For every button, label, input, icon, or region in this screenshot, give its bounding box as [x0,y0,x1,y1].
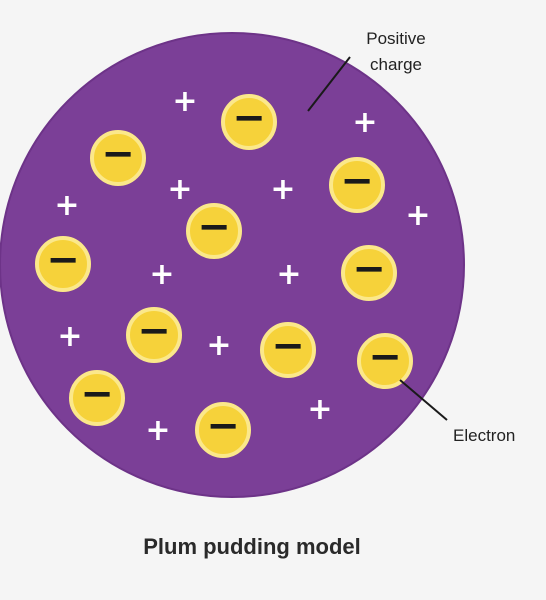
positive-charge-symbol: + [270,172,295,207]
positive-charge-leader-line [307,56,351,112]
electron-symbol: − [271,323,305,369]
electron-symbol: − [137,308,171,354]
electron: − [35,236,91,292]
electron-symbol: − [206,403,240,449]
positive-charge-label-line1: Positive [366,29,426,48]
positive-charges: + + + + + + + + + + + + [54,84,430,448]
diagram-title: Plum pudding model [143,534,361,559]
electron: − [260,322,316,378]
electron: − [357,333,413,389]
electron: − [90,130,146,186]
electron: − [221,94,277,150]
positive-charge-symbol: + [405,198,430,233]
electron-symbol: − [232,95,266,141]
positive-charge-symbol: + [167,172,192,207]
electron-symbol: − [101,131,135,177]
electron-leader-line [399,379,448,421]
positive-charge-symbol: + [145,413,170,448]
electron: − [186,203,242,259]
electron: − [126,307,182,363]
positive-charge-symbol: + [57,319,82,354]
positive-charge-symbol: + [307,392,332,427]
positive-charge-symbol: + [352,105,377,140]
electron-symbol: − [46,237,80,283]
electron-symbol: − [340,158,374,204]
positive-charge-symbol: + [149,257,174,292]
electron: − [341,245,397,301]
electron-symbol: − [368,334,402,380]
positive-charge-symbol: + [54,188,79,223]
electron: − [69,370,125,426]
electron: − [195,402,251,458]
electron-label: Electron [453,426,515,445]
electron-symbol: − [197,204,231,250]
electrons: − − − − − − − [35,94,413,458]
electron: − [329,157,385,213]
positive-charge-symbol: + [276,257,301,292]
positive-charge-label-line2: charge [370,55,422,74]
electron-symbol: − [80,371,114,417]
positive-charge-symbol: + [172,84,197,119]
positive-charge-symbol: + [206,328,231,363]
electron-symbol: − [352,246,386,292]
